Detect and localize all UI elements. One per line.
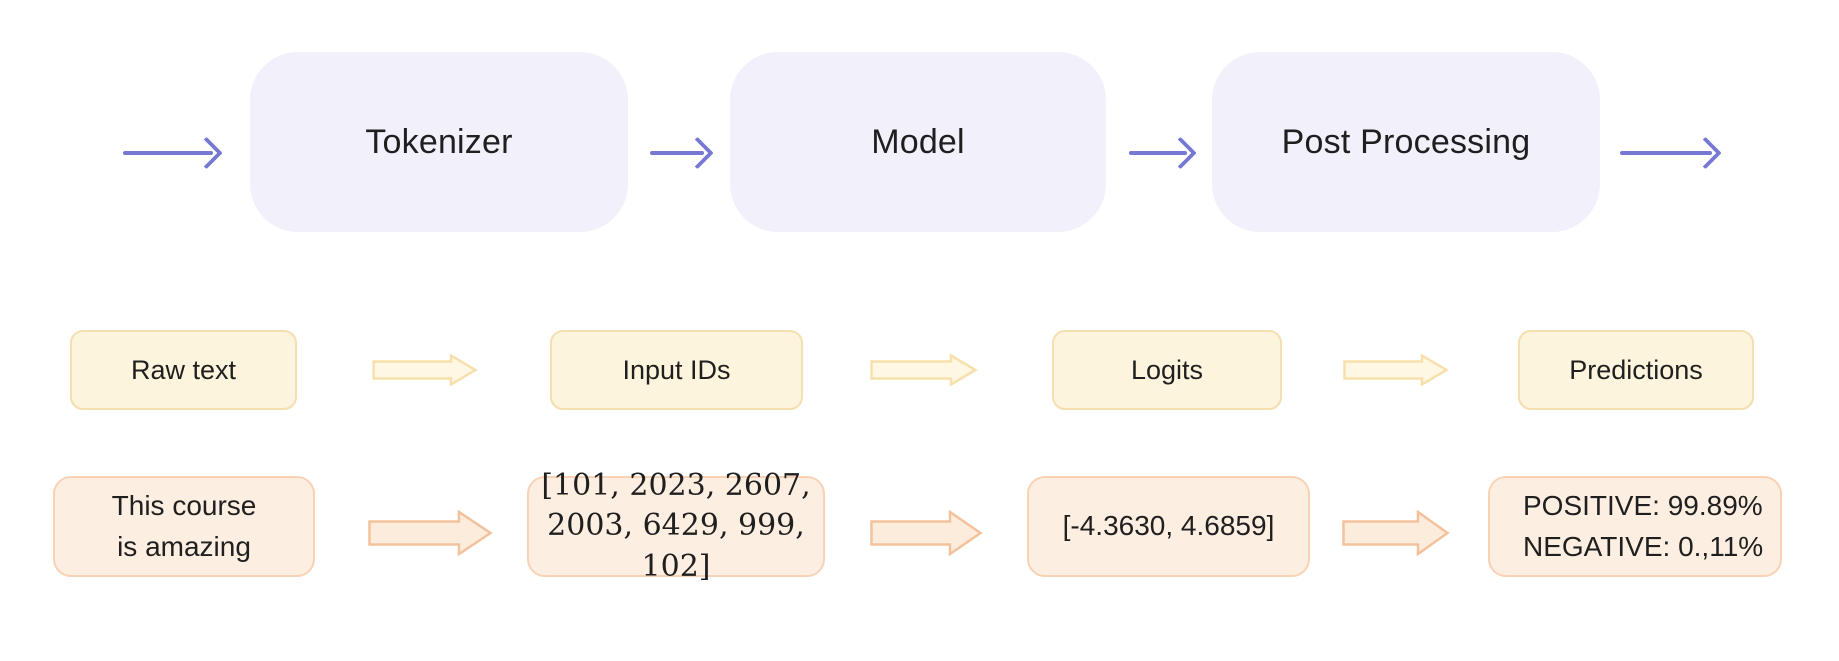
data-label: Logits — [1130, 354, 1204, 385]
example-line: [101, 2023, 2607, — [541, 467, 811, 503]
data-label: Raw text — [130, 354, 237, 385]
stage-box-tokenizer: Tokenizer — [250, 52, 628, 232]
stage-box-model: Model — [730, 52, 1106, 232]
right-arrow-icon — [650, 135, 714, 171]
block-arrow-icon — [368, 510, 493, 556]
example-box-logits: [-4.3630, 4.6859] — [1027, 476, 1310, 577]
example-line: This course — [111, 489, 257, 521]
example-box-predictions: POSITIVE: 99.89% NEGATIVE: 0.,11% — [1488, 476, 1782, 577]
stage-box-post-processing: Post Processing — [1212, 52, 1600, 232]
example-box-input-ids: [101, 2023, 2607, 2003, 6429, 999, 102] — [527, 468, 825, 584]
data-box-logits: Logits — [1052, 330, 1282, 410]
data-box-raw-text: Raw text — [70, 330, 297, 410]
example-line: [-4.3630, 4.6859] — [1062, 510, 1275, 542]
stage-label: Post Processing — [1281, 122, 1531, 161]
example-line: NEGATIVE: 0.,11% — [1523, 530, 1764, 562]
data-box-input-ids: Input IDs — [550, 330, 803, 410]
example-line: is amazing — [117, 530, 251, 562]
block-arrow-icon — [372, 354, 478, 386]
right-arrow-icon — [1620, 135, 1722, 171]
stage-label: Tokenizer — [365, 122, 513, 161]
right-arrow-icon — [123, 135, 223, 171]
stage-label: Model — [871, 122, 965, 161]
right-arrow-icon — [1129, 135, 1197, 171]
block-arrow-icon — [870, 354, 978, 386]
data-box-predictions: Predictions — [1518, 330, 1754, 410]
example-line: POSITIVE: 99.89% — [1523, 489, 1763, 521]
example-box-raw-text: This course is amazing — [53, 476, 315, 577]
block-arrow-icon — [870, 510, 983, 556]
data-label: Predictions — [1569, 354, 1703, 385]
block-arrow-icon — [1343, 354, 1449, 386]
data-label: Input IDs — [622, 354, 731, 385]
example-line: 2003, 6429, 999, 102] — [547, 508, 805, 584]
block-arrow-icon — [1342, 510, 1450, 556]
